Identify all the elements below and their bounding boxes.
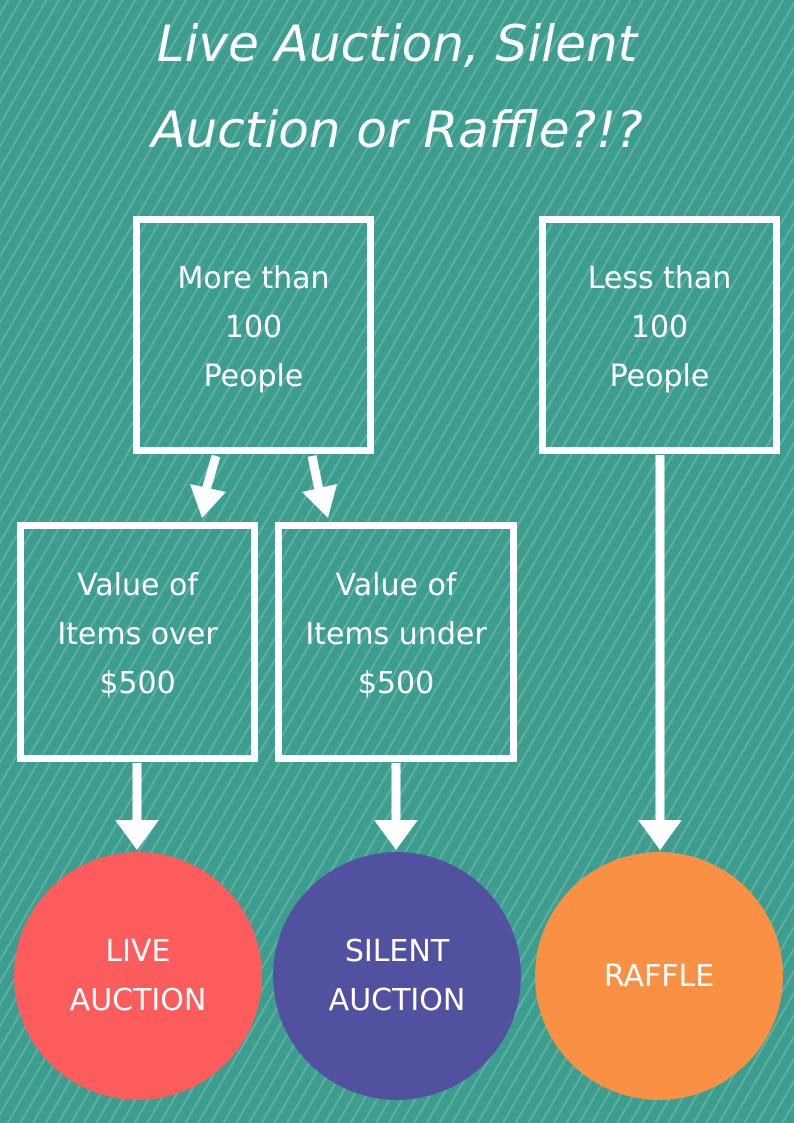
box-value-over-500: Value of Items over $500 <box>17 522 258 762</box>
box-under-line-3: $500 <box>357 665 435 701</box>
box-less-line-2: 100 <box>630 309 689 345</box>
box-less-line-1: Less than <box>587 260 732 296</box>
box-less-line-3: People <box>609 358 710 394</box>
silent-auction-line-2: AUCTION <box>328 983 466 1018</box>
outcome-raffle: RAFFLE <box>535 852 783 1100</box>
box-over-line-1: Value of <box>77 567 198 603</box>
box-under-line-1: Value of <box>335 567 457 603</box>
box-value-under-500: Value of Items under $500 <box>275 522 517 762</box>
box-more-line-1: More than <box>177 260 330 296</box>
box-more-line-3: People <box>203 358 304 394</box>
arrow-more-to-under <box>302 455 337 518</box>
box-over-line-3: $500 <box>99 665 176 701</box>
box-under-line-2: Items under <box>305 616 487 652</box>
raffle-line-1: RAFFLE <box>603 958 715 994</box>
arrow-under-to-silent <box>374 763 418 850</box>
arrow-over-to-live <box>115 763 159 850</box>
silent-auction-line-1: SILENT <box>344 934 450 969</box>
box-more-line-2: 100 <box>224 309 283 345</box>
box-less-than-100-people: Less than 100 People <box>539 216 780 454</box>
box-over-line-2: Items over <box>57 616 218 652</box>
live-auction-line-1: LIVE <box>105 934 171 969</box>
outcome-silent-auction: SILENT AUCTION <box>273 852 521 1100</box>
arrow-more-to-over <box>190 454 226 518</box>
outcome-live-auction: LIVE AUCTION <box>14 852 262 1100</box>
arrow-less-to-raffle <box>638 455 682 850</box>
box-more-than-100-people: More than 100 People <box>133 216 374 454</box>
title-line-1: Live Auction, Silent <box>156 15 638 73</box>
title-line-2: Auction or Raffle?!? <box>151 101 643 159</box>
live-auction-line-2: AUCTION <box>69 983 207 1018</box>
